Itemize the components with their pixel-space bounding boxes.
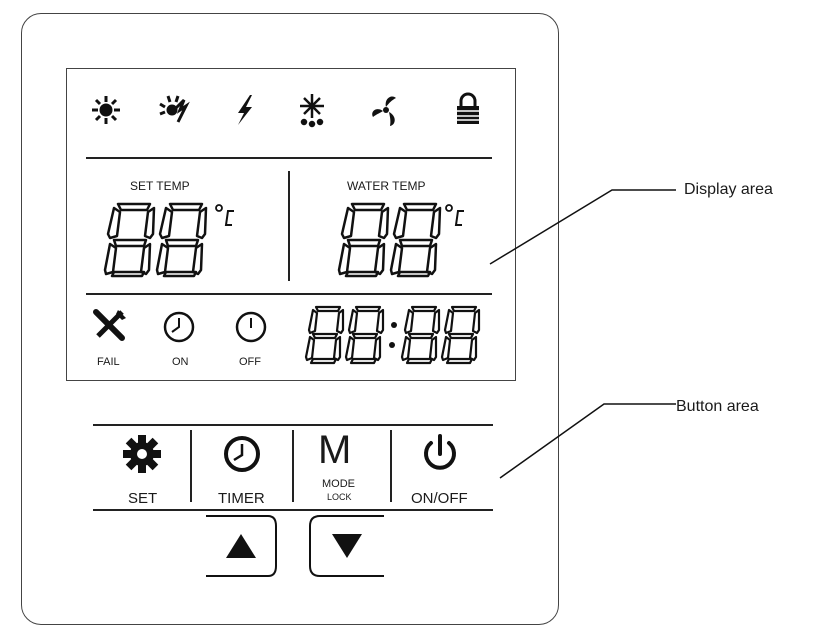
button-top-line xyxy=(93,424,493,426)
arrow-buttons xyxy=(206,515,384,577)
water-temp-label: WATER TEMP xyxy=(347,179,426,193)
triangle-up-icon xyxy=(226,534,256,558)
power-icon xyxy=(424,434,456,470)
power-button-label: ON/OFF xyxy=(411,490,468,507)
callout-lines xyxy=(489,189,676,479)
lock-icon xyxy=(457,92,479,124)
lock-button-label: LOCK xyxy=(327,492,352,502)
timer-clock-icon xyxy=(224,436,260,472)
controller-panel xyxy=(21,13,559,625)
button-divider-2 xyxy=(292,430,294,502)
mode-lock-button[interactable]: M MODE LOCK xyxy=(298,428,388,508)
button-bottom-line xyxy=(93,509,493,511)
defrost-icon xyxy=(300,94,324,128)
lcd-display xyxy=(66,68,516,381)
mode-button-label: MODE xyxy=(322,478,355,490)
divider-top xyxy=(86,157,492,159)
water-temp-unit-icon xyxy=(445,204,464,226)
mode-m-glyph: M xyxy=(318,428,352,472)
timer-on-clock-icon xyxy=(163,311,195,343)
button-divider-3 xyxy=(390,430,392,502)
fan-icon xyxy=(372,96,396,126)
mode-icon-row xyxy=(92,92,479,128)
button-divider-1 xyxy=(190,430,192,502)
down-button[interactable] xyxy=(309,515,384,577)
heat-icon xyxy=(92,96,120,124)
electric-heater-icon xyxy=(238,95,252,125)
timer-button-label: TIMER xyxy=(218,490,265,507)
fail-label: FAIL xyxy=(97,356,120,368)
button-area-callout: Button area xyxy=(676,398,759,415)
set-button[interactable]: SET xyxy=(100,430,188,508)
timer-off-clock-icon xyxy=(235,311,267,343)
power-button[interactable]: ON/OFF xyxy=(396,430,492,508)
divider-vertical xyxy=(288,171,290,281)
auto-heat-icon xyxy=(159,95,190,123)
gear-icon xyxy=(123,435,161,473)
triangle-down-icon xyxy=(332,534,362,558)
set-temp-label: SET TEMP xyxy=(130,179,190,193)
timer-on-label: ON xyxy=(172,356,189,368)
clock-digits xyxy=(304,305,481,365)
set-temp-digits xyxy=(103,202,208,278)
set-temp-unit-icon xyxy=(215,204,234,226)
divider-middle xyxy=(86,293,492,295)
fail-wrench-icon xyxy=(93,309,126,341)
timer-off-label: OFF xyxy=(239,356,261,368)
water-temp-digits xyxy=(337,202,442,278)
display-area-callout: Display area xyxy=(684,181,773,198)
set-button-label: SET xyxy=(128,490,158,507)
up-button[interactable] xyxy=(206,515,277,577)
timer-button[interactable]: TIMER xyxy=(196,430,290,508)
